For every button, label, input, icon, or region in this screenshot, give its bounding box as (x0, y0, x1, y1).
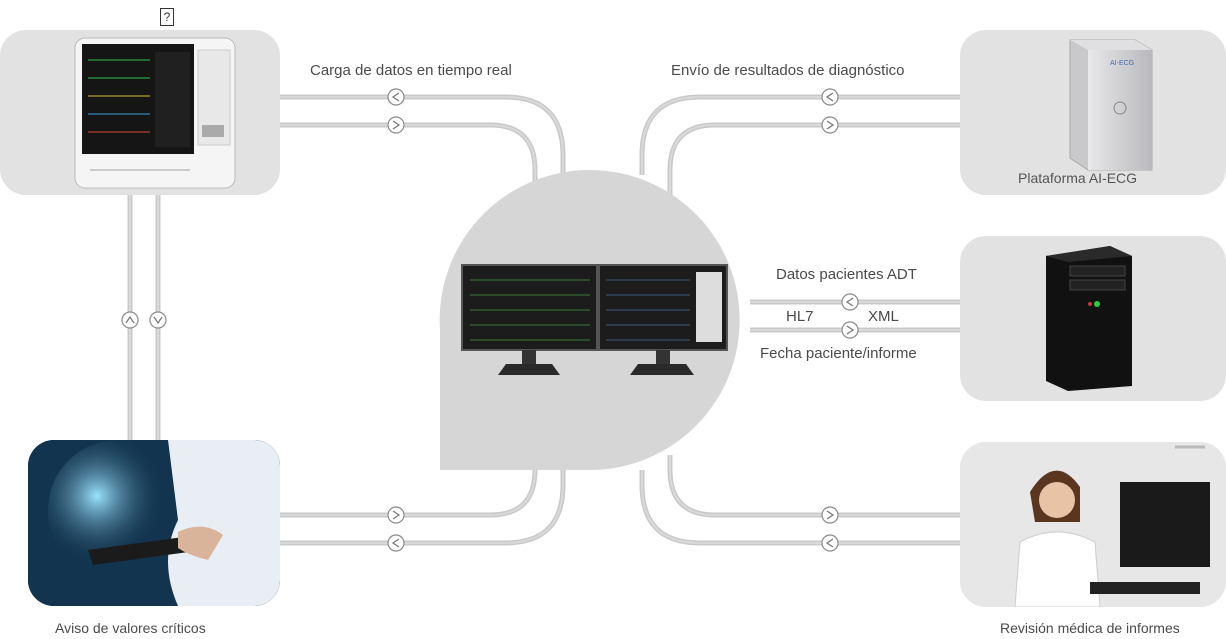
tablet-photo-card (28, 440, 280, 606)
monitor-device-icon (74, 37, 236, 189)
doctor-photo-icon (960, 442, 1226, 607)
xml-label: XML (868, 308, 899, 325)
platform-card: AI-ECG (960, 30, 1226, 195)
platform-label: Plataforma AI-ECG (1018, 170, 1138, 186)
central-monitors-icon (461, 264, 728, 375)
review-label: Revisión médica de informes (1000, 620, 1180, 636)
missing-glyph-box: ? (160, 8, 174, 26)
monitor-card (0, 30, 280, 195)
adt-label: Datos pacientes ADT (776, 266, 917, 283)
pc-tower-icon (1046, 246, 1132, 391)
tablet-photo-icon (28, 440, 280, 606)
date-label: Fecha paciente/informe (760, 345, 917, 362)
doctor-photo-card (960, 442, 1226, 607)
server-brand: AI-ECG (1110, 60, 1134, 67)
hl7-label: HL7 (786, 308, 814, 325)
upload-label: Carga de datos en tiempo real (310, 62, 512, 79)
results-label: Envío de resultados de diagnóstico (671, 62, 905, 79)
pc-card (960, 236, 1226, 401)
ai-server-icon: AI-ECG (1069, 39, 1153, 171)
alert-label: Aviso de valores críticos (55, 620, 206, 636)
